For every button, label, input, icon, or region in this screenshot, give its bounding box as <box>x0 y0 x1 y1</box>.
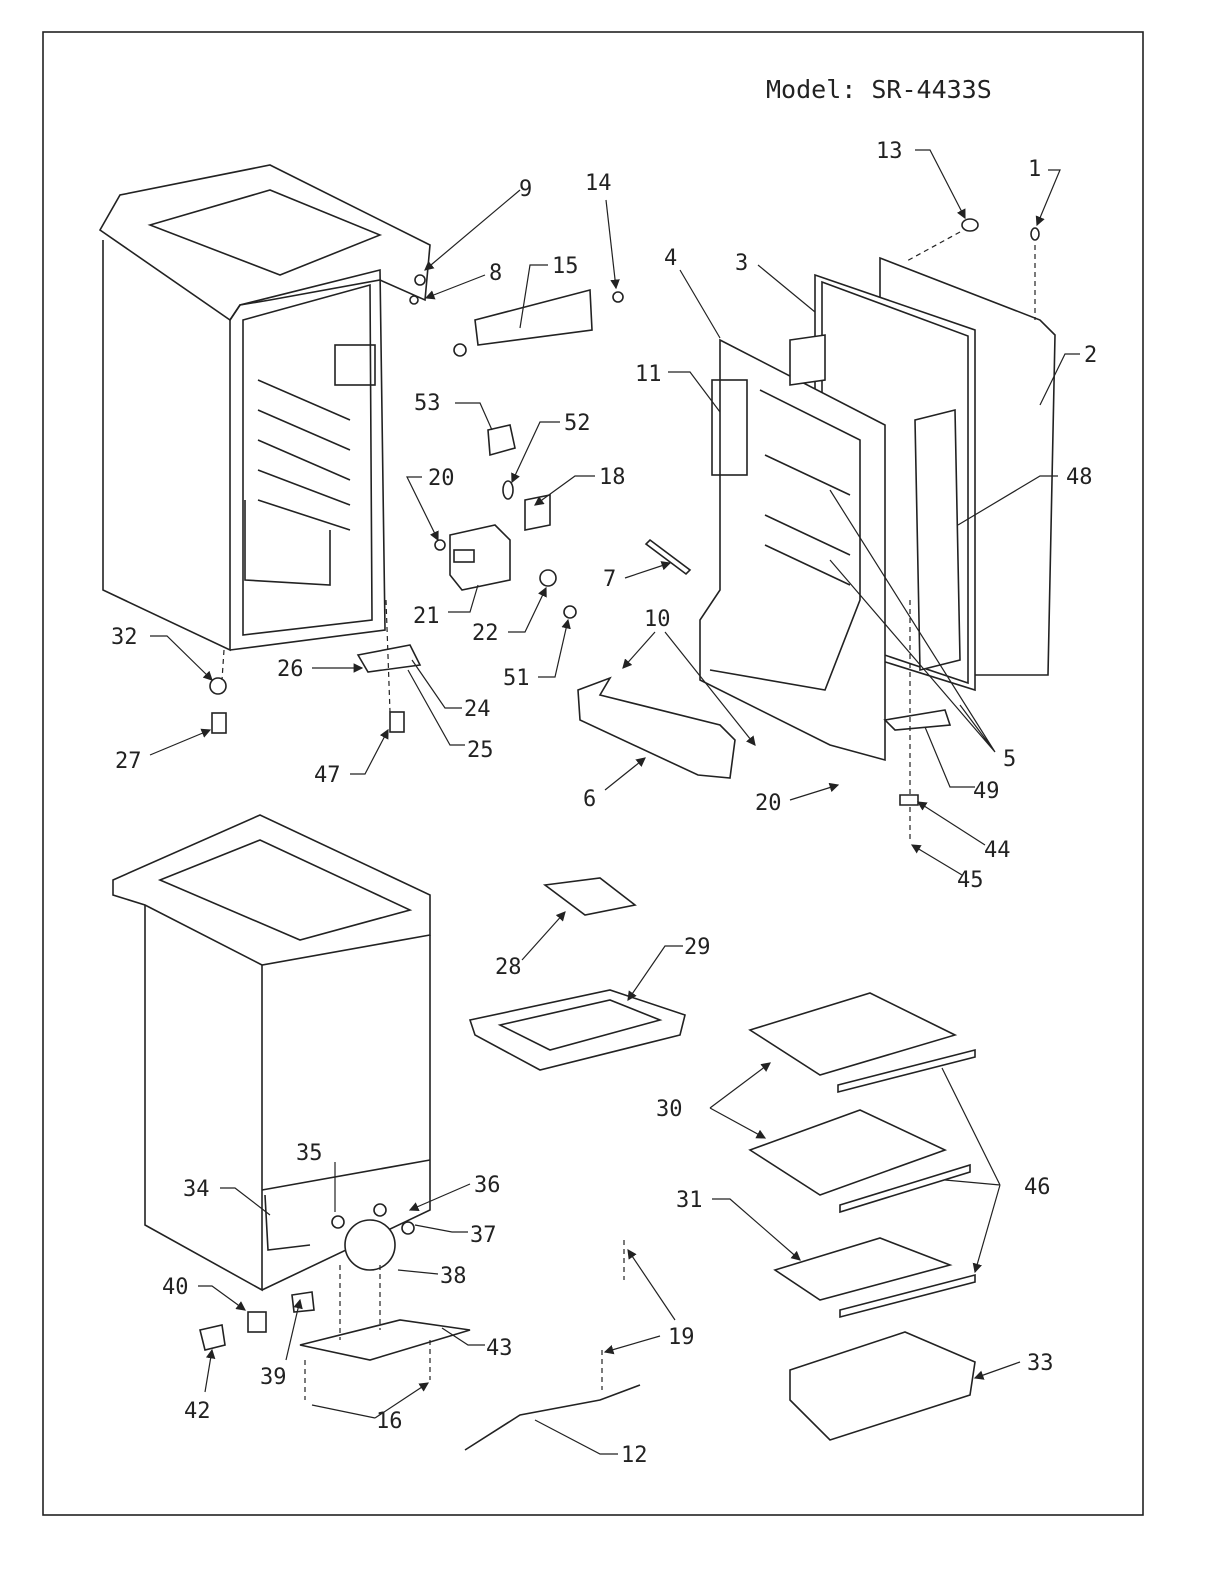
part-label: 14 <box>585 171 612 196</box>
part-label: 1 <box>1028 157 1041 182</box>
part-label: 46 <box>1024 1175 1051 1200</box>
part-label: 43 <box>486 1336 513 1361</box>
part-label: 21 <box>413 604 440 629</box>
part-label: 20 <box>428 466 455 491</box>
part-label: 27 <box>115 749 142 774</box>
part-label: 37 <box>470 1223 497 1248</box>
power-cord <box>464 1384 641 1451</box>
part-label: 30 <box>656 1097 683 1122</box>
part-number-labels: 13 1 9 14 8 15 4 3 11 2 53 52 20 18 48 7… <box>111 139 1097 1468</box>
part-label: 31 <box>676 1188 703 1213</box>
part-label: 8 <box>489 261 502 286</box>
cabinet-rear-view <box>112 814 471 1400</box>
part-label: 20 <box>755 791 782 816</box>
thermostat-box <box>434 424 577 619</box>
door-assembly <box>699 218 1056 840</box>
part-label: 15 <box>552 254 579 279</box>
part-label: 13 <box>876 139 903 164</box>
part-label: 2 <box>1084 343 1097 368</box>
part-label: 12 <box>621 1443 648 1468</box>
part-label: 44 <box>984 838 1011 863</box>
part-label: 45 <box>957 868 984 893</box>
part-label: 42 <box>184 1399 211 1424</box>
cabinet-front-view <box>98 164 431 652</box>
part-label: 6 <box>583 787 596 812</box>
part-label: 39 <box>260 1365 287 1390</box>
part-label: 9 <box>519 177 532 202</box>
part-label: 3 <box>735 251 748 276</box>
part-label: 53 <box>414 391 441 416</box>
part-label: 26 <box>277 657 304 682</box>
part-label: 32 <box>111 625 138 650</box>
part-label: 24 <box>464 697 491 722</box>
part-label: 19 <box>668 1325 695 1350</box>
part-label: 40 <box>162 1275 189 1300</box>
part-label: 48 <box>1066 465 1093 490</box>
door-bin-6 <box>577 676 736 779</box>
model-title: Model: SR-4433S <box>766 75 992 104</box>
part-label: 25 <box>467 738 494 763</box>
part-label: 7 <box>603 567 616 592</box>
part-label: 49 <box>973 779 1000 804</box>
ice-trays <box>468 877 686 1071</box>
part-label: 36 <box>474 1173 501 1198</box>
part-label: 5 <box>1003 747 1016 772</box>
part-label: 22 <box>472 621 499 646</box>
part-label: 51 <box>503 666 530 691</box>
part-label: 52 <box>564 411 591 436</box>
part-label: 38 <box>440 1264 467 1289</box>
page-border <box>42 31 1144 1516</box>
part-label: 16 <box>376 1409 403 1434</box>
crisper-drawer <box>789 1331 976 1441</box>
part-label: 33 <box>1027 1351 1054 1376</box>
hinge-parts-bottom <box>209 599 422 734</box>
part-label: 4 <box>664 246 677 271</box>
freezer-shelf-part-15 <box>453 288 624 357</box>
leader-lines <box>149 149 1080 1455</box>
part-label: 34 <box>183 1177 210 1202</box>
part-label: 35 <box>296 1141 323 1166</box>
part-label: 18 <box>599 465 626 490</box>
part-label: 28 <box>495 955 522 980</box>
part-label: 10 <box>644 607 671 632</box>
part-label: 29 <box>684 935 711 960</box>
part-label: 47 <box>314 763 341 788</box>
pin-7 <box>644 538 692 576</box>
glass-shelves <box>748 992 976 1319</box>
part-label: 11 <box>635 362 662 387</box>
